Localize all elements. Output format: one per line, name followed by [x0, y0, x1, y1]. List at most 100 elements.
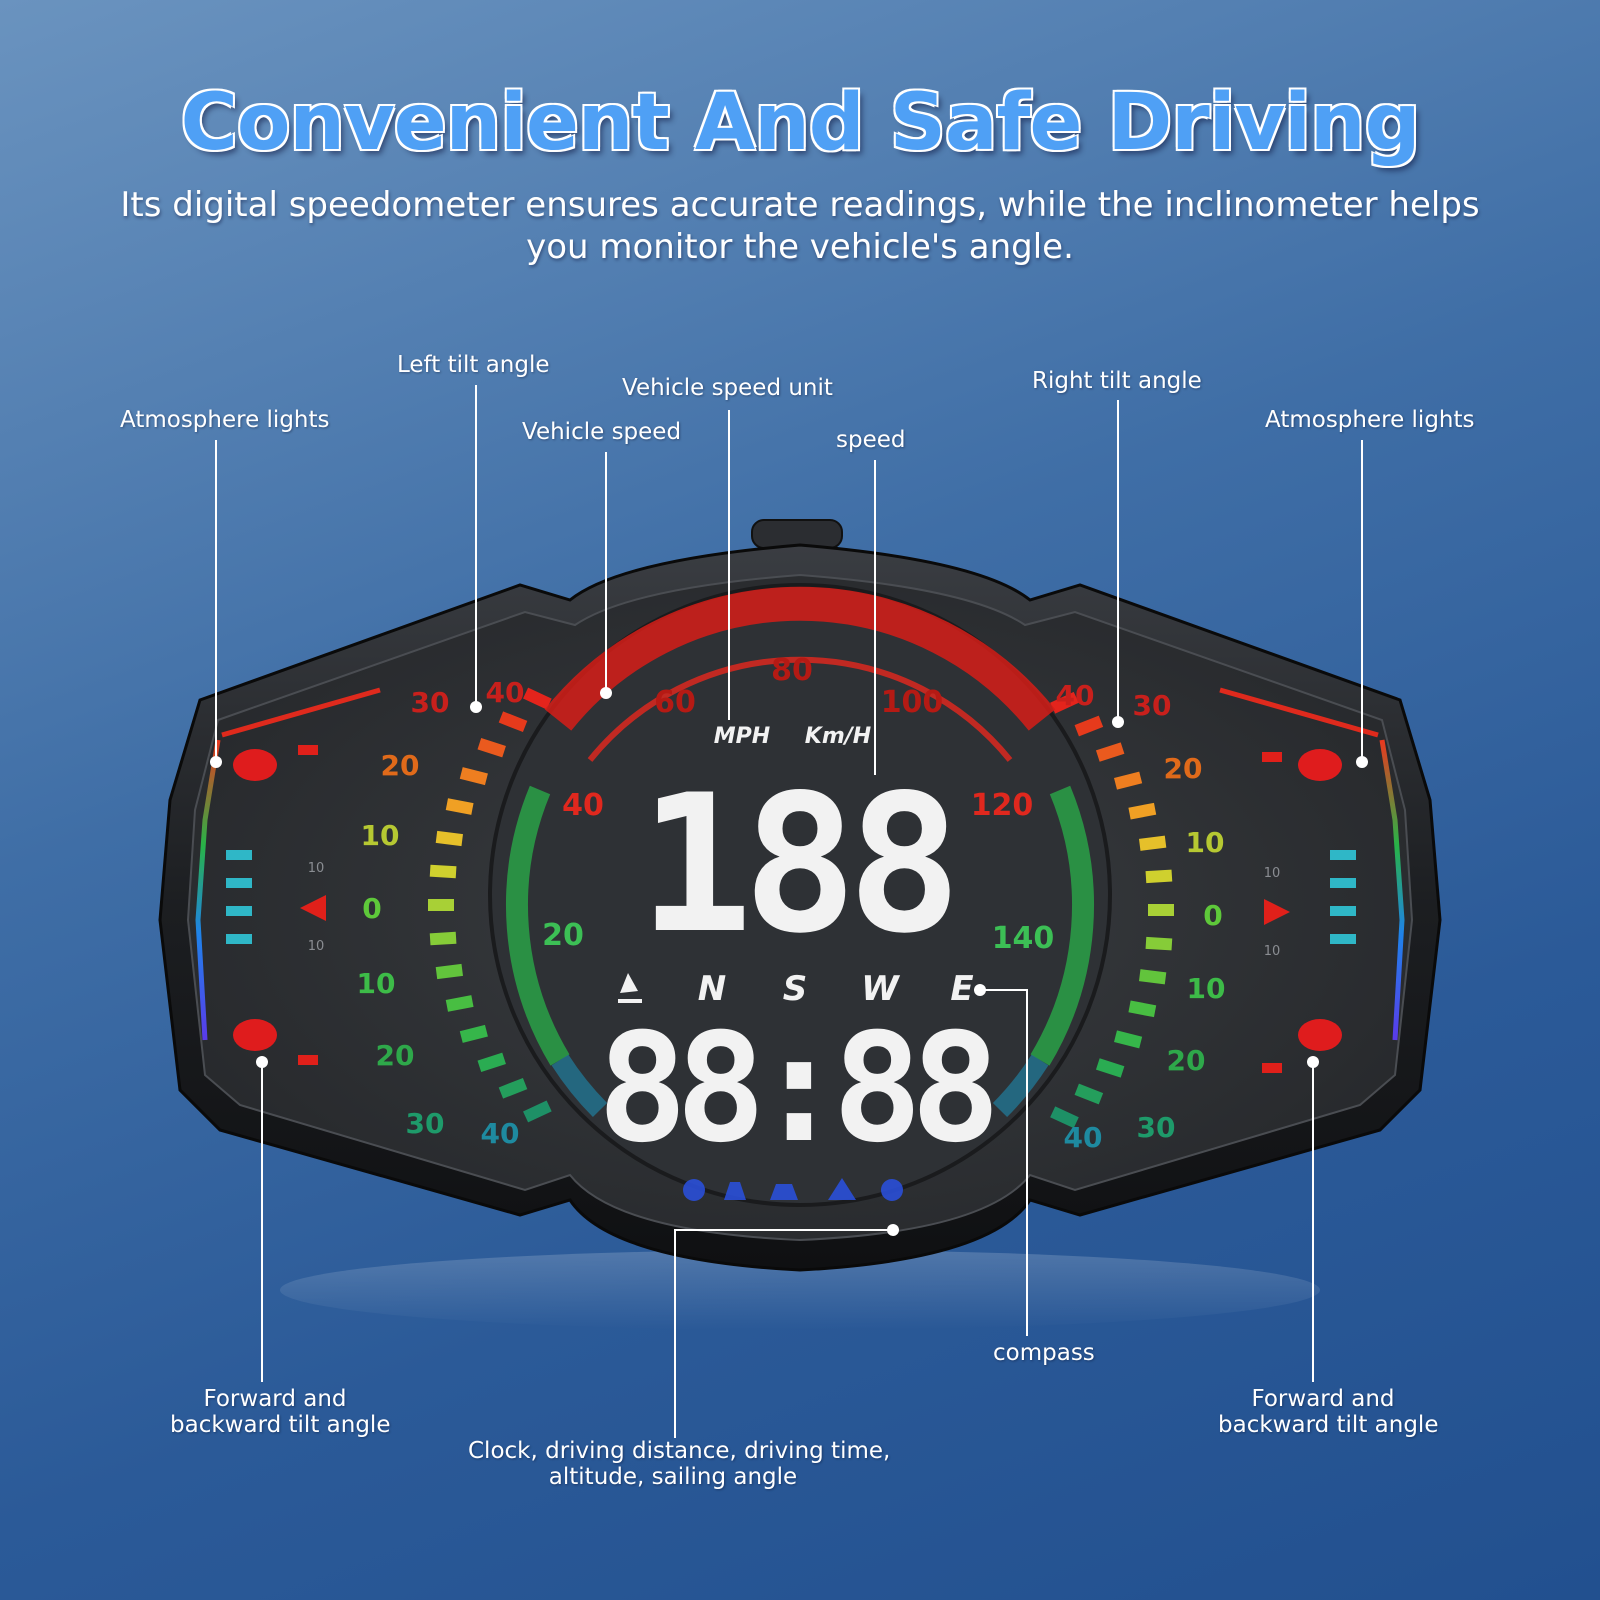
tilt-bar — [477, 737, 506, 758]
page-title: Convenient And Safe Driving — [180, 78, 1421, 168]
small-scale-left-top: 10 — [308, 861, 325, 876]
subtitle-line-2: you monitor the vehicle's angle. — [526, 227, 1074, 267]
tilt-bar — [1128, 802, 1157, 820]
tilt-bar — [523, 687, 552, 710]
left-arrow-icon — [300, 895, 326, 921]
bar — [226, 878, 252, 888]
speed-digits: 188 — [638, 754, 951, 975]
left-tilt-num: 0 — [362, 892, 381, 925]
left-atmosphere-light — [195, 739, 221, 1041]
left-tilt-num: 20 — [381, 749, 420, 782]
speed-scale-num: 40 — [562, 788, 604, 823]
right-atmosphere-light — [1379, 739, 1405, 1041]
tilt-bar — [459, 767, 488, 786]
right-tilt-num: 40 — [1056, 679, 1095, 712]
bar — [226, 906, 252, 916]
left-tilt-num: 10 — [361, 819, 400, 852]
tilt-bar — [1148, 904, 1174, 916]
compass-w: W — [861, 969, 900, 1009]
left-tilt-num: 10 — [357, 967, 396, 1000]
left-tilt-scale: 40 30 20 10 0 10 20 30 40 — [357, 676, 525, 1150]
bar — [1330, 878, 1356, 888]
left-tilt-num: 40 — [481, 1117, 520, 1150]
tilt-bar — [429, 931, 457, 946]
speed-scale-num: 20 — [542, 918, 584, 953]
indicator — [298, 1055, 318, 1065]
left-small-indicators — [298, 745, 326, 1065]
altitude-status-icon — [828, 1178, 856, 1200]
device-reflection — [280, 1250, 1320, 1330]
right-tilt-num: 20 — [1167, 1044, 1206, 1077]
tilt-bar — [1145, 936, 1173, 951]
right-top-red-lamp — [1298, 749, 1342, 781]
right-tilt-scale: 40 30 20 10 0 10 20 30 40 — [1056, 679, 1226, 1154]
speed-gauge-face — [488, 583, 1112, 1207]
left-top-glow — [221, 687, 381, 738]
tilt-bar — [1095, 1058, 1125, 1078]
right-small-indicators — [1262, 752, 1290, 1073]
right-forward-back-bars — [1330, 850, 1356, 944]
right-tilt-num: 30 — [1133, 689, 1172, 722]
right-tilt-num: 40 — [1064, 1121, 1103, 1154]
tilt-bar — [1050, 1106, 1079, 1129]
tilt-bar — [1114, 1030, 1143, 1049]
compass-e: E — [950, 969, 973, 1009]
speed-scale-num: 120 — [971, 788, 1034, 823]
tilt-bar — [1074, 1083, 1104, 1105]
tilt-bar — [498, 711, 528, 733]
satellite-icon — [618, 973, 642, 1003]
label-left-tilt: Left tilt angle — [397, 352, 550, 378]
page-subtitle: Its digital speedometer ensures accurate… — [120, 184, 1480, 268]
right-tilt-num: 20 — [1164, 752, 1203, 785]
speed-scale: 20 40 60 80 100 120 140 — [542, 653, 1054, 956]
line-compass — [980, 989, 1028, 1336]
right-tilt-num: 10 — [1186, 826, 1225, 859]
compass-s: S — [783, 969, 808, 1009]
clock-digits: 88:88 — [597, 1002, 991, 1176]
tilt-bar — [1095, 742, 1125, 762]
tilt-bar — [1114, 771, 1143, 790]
indicator — [1262, 752, 1282, 762]
right-top-glow — [1219, 687, 1379, 738]
speed-scale-num: 100 — [881, 685, 944, 720]
time-status-icon — [770, 1184, 798, 1200]
label-fwd-back-right-line2: backward tilt angle — [1218, 1412, 1439, 1438]
label-atmosphere-right: Atmosphere lights — [1265, 407, 1475, 433]
tilt-bar — [435, 830, 463, 847]
tilt-bar — [1074, 715, 1104, 737]
label-right-tilt: Right tilt angle — [1032, 368, 1202, 394]
bar — [1330, 934, 1356, 944]
left-tilt-bars — [428, 687, 552, 1123]
bar — [226, 850, 252, 860]
bar — [226, 934, 252, 944]
indicator — [1262, 1063, 1282, 1073]
label-vehicle-speed-unit: Vehicle speed unit — [622, 375, 833, 401]
speed-scale-num: 140 — [992, 921, 1055, 956]
right-tilt-num: 0 — [1203, 899, 1222, 932]
tilt-bar — [1128, 1000, 1157, 1018]
label-compass: compass — [993, 1340, 1095, 1366]
right-bottom-red-lamp — [1298, 1019, 1342, 1051]
speed-scale-num: 60 — [654, 685, 696, 720]
right-tilt-num: 30 — [1137, 1111, 1176, 1144]
label-clock-line1: Clock, driving distance, driving time, — [468, 1438, 891, 1464]
left-bottom-red-lamp — [233, 1019, 277, 1051]
speed-arc-left-blue — [551, 1054, 608, 1118]
label-fwd-back-left: Forward and backward tilt angle — [170, 1386, 390, 1438]
tilt-bar — [498, 1077, 528, 1099]
left-forward-back-bars — [226, 850, 252, 944]
right-tilt-num: 10 — [1187, 972, 1226, 1005]
label-fwd-back-right: Forward and backward tilt angle — [1218, 1386, 1439, 1438]
clock-status-icon — [683, 1179, 705, 1201]
unit-kmh: Km/H — [805, 724, 871, 749]
small-scale-left-bottom: 10 — [308, 939, 325, 954]
angle-status-icon — [881, 1179, 903, 1201]
tilt-bar — [459, 1024, 488, 1043]
left-top-red-lamp — [233, 749, 277, 781]
speed-scale-num: 80 — [771, 653, 813, 688]
label-clock-line2: altitude, sailing angle — [548, 1464, 798, 1490]
right-arrow-icon — [1264, 899, 1290, 925]
small-scale-right-top: 10 — [1264, 866, 1281, 881]
subtitle-line-1: Its digital speedometer ensures accurate… — [120, 185, 1480, 225]
